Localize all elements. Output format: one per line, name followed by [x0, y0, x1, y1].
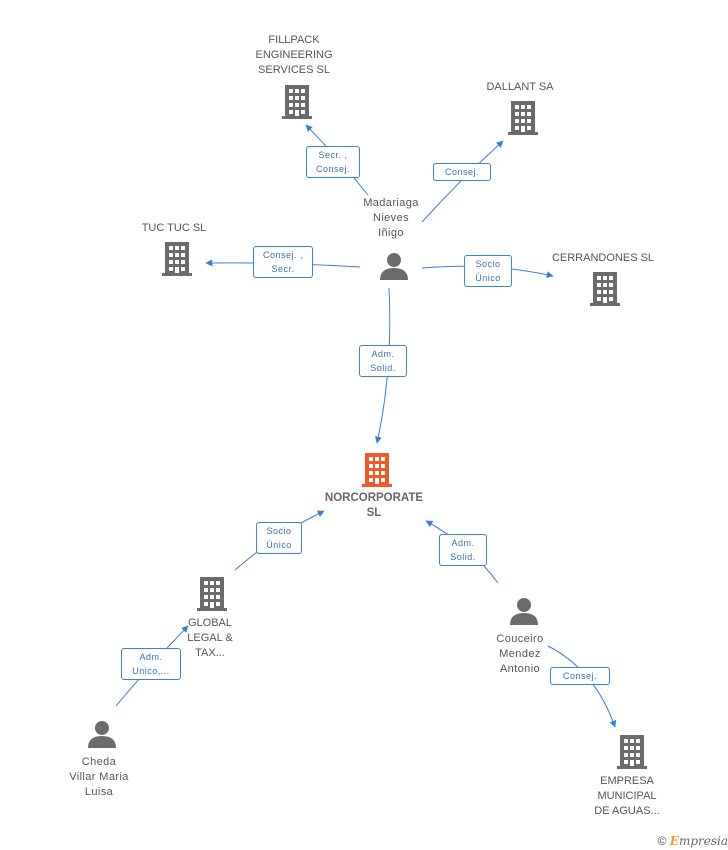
label-line: Cheda: [81, 756, 117, 768]
label-line: ENGINEERING: [255, 49, 333, 61]
building-icon: [590, 272, 620, 306]
edge-label-line: Consej.: [315, 164, 350, 174]
edge-label-line: Secr. ,: [318, 150, 348, 160]
node-label: CERRANDONES SL: [552, 251, 654, 266]
node-label: GLOBAL LEGAL & TAX...: [187, 616, 232, 661]
edge-label-madariaga-norcorporate[interactable]: Adm. Solid.: [359, 345, 407, 377]
edge-label-line: Consej. ,: [262, 250, 304, 260]
person-icon: [88, 721, 116, 748]
edge-label-couceiro-empresa[interactable]: Consej.: [550, 667, 610, 685]
building-icon: [617, 735, 647, 769]
person-icon: [380, 253, 408, 280]
edge-label-line: Único: [475, 273, 501, 283]
label-line: SERVICES SL: [258, 64, 330, 76]
edge-label-line: Unico,...: [132, 666, 170, 676]
label-line: GLOBAL: [187, 617, 233, 629]
label-line: SL: [366, 507, 382, 519]
copyright-icon: ©: [657, 834, 667, 848]
edge-label-couceiro-norcorporate[interactable]: Adm. Solid.: [439, 534, 487, 566]
edge-label-line: Socio: [475, 259, 501, 269]
brand-initial: E: [669, 834, 679, 848]
edge-label-line: Socio: [266, 526, 292, 536]
label-line: FILLPACK: [268, 34, 320, 46]
edge-label-line: Adm.: [451, 538, 475, 548]
label-line: CERRANDONES SL: [551, 252, 655, 264]
label-line: Nieves: [372, 212, 410, 224]
edge-label-line: Consej.: [562, 671, 597, 681]
edge-label-line: Solid.: [450, 552, 476, 562]
brand-logo: Empresia: [670, 834, 728, 848]
building-icon: [508, 101, 538, 135]
label-line: Iñigo: [378, 227, 404, 239]
edge-label-madariaga-dallant[interactable]: Consej.: [433, 163, 491, 181]
node-label: TUC TUC SL: [142, 221, 207, 236]
brand-name: mpresia: [678, 834, 728, 848]
brand-footer: © Empresia: [658, 834, 728, 848]
label-line: Couceiro: [496, 633, 544, 645]
edge-label-cheda-global[interactable]: Adm. Unico,...: [121, 648, 181, 680]
edge-label-line: Adm.: [371, 349, 395, 359]
edge-label-global-norcorporate[interactable]: Socio Único: [256, 522, 302, 554]
label-line: LEGAL &: [187, 632, 233, 644]
node-label: Cheda Villar Maria Luisa: [69, 755, 129, 800]
label-line: EMPRESA: [600, 775, 654, 787]
edge-label-madariaga-tuctuc[interactable]: Consej. , Secr.: [253, 246, 313, 278]
label-line: Villar Maria: [69, 771, 129, 783]
edge-label-line: Adm.: [139, 652, 163, 662]
edge-label-line: Único: [266, 540, 292, 550]
node-label: FILLPACK ENGINEERING SERVICES SL: [255, 33, 332, 78]
label-line: Luisa: [84, 786, 114, 798]
label-line: DE AGUAS...: [594, 805, 660, 817]
building-icon: [362, 453, 392, 487]
edge-label-line: Consej.: [444, 167, 479, 177]
edge-label-madariaga-cerrandones[interactable]: Socio Único: [464, 255, 512, 287]
building-icon: [197, 577, 227, 611]
node-label: DALLANT SA: [486, 80, 553, 95]
edge-label-line: Secr.: [271, 264, 295, 274]
label-line: TAX...: [195, 647, 225, 659]
building-icon: [162, 242, 192, 276]
label-line: Madariaga: [363, 197, 419, 209]
label-line: TUC TUC SL: [141, 222, 207, 234]
node-label: NORCORPORATE SL: [325, 491, 423, 521]
label-line: MUNICIPAL: [597, 790, 657, 802]
node-label: EMPRESA MUNICIPAL DE AGUAS...: [594, 774, 659, 819]
edge-madariaga-dallant: [421, 140, 504, 223]
label-line: DALLANT SA: [486, 81, 554, 93]
edge-couceiro-empresa: [547, 645, 617, 728]
node-label: Couceiro Mendez Antonio: [496, 632, 543, 677]
building-icon: [282, 85, 312, 119]
edge-label-line: Solid.: [370, 363, 396, 373]
person-icon: [510, 598, 538, 625]
node-label: Madariaga Nieves Iñigo: [363, 196, 419, 241]
label-line: Mendez: [499, 648, 541, 660]
edge-label-madariaga-fillpack[interactable]: Secr. , Consej.: [306, 146, 360, 178]
label-line: NORCORPORATE: [324, 492, 424, 504]
label-line: Antonio: [499, 663, 541, 675]
